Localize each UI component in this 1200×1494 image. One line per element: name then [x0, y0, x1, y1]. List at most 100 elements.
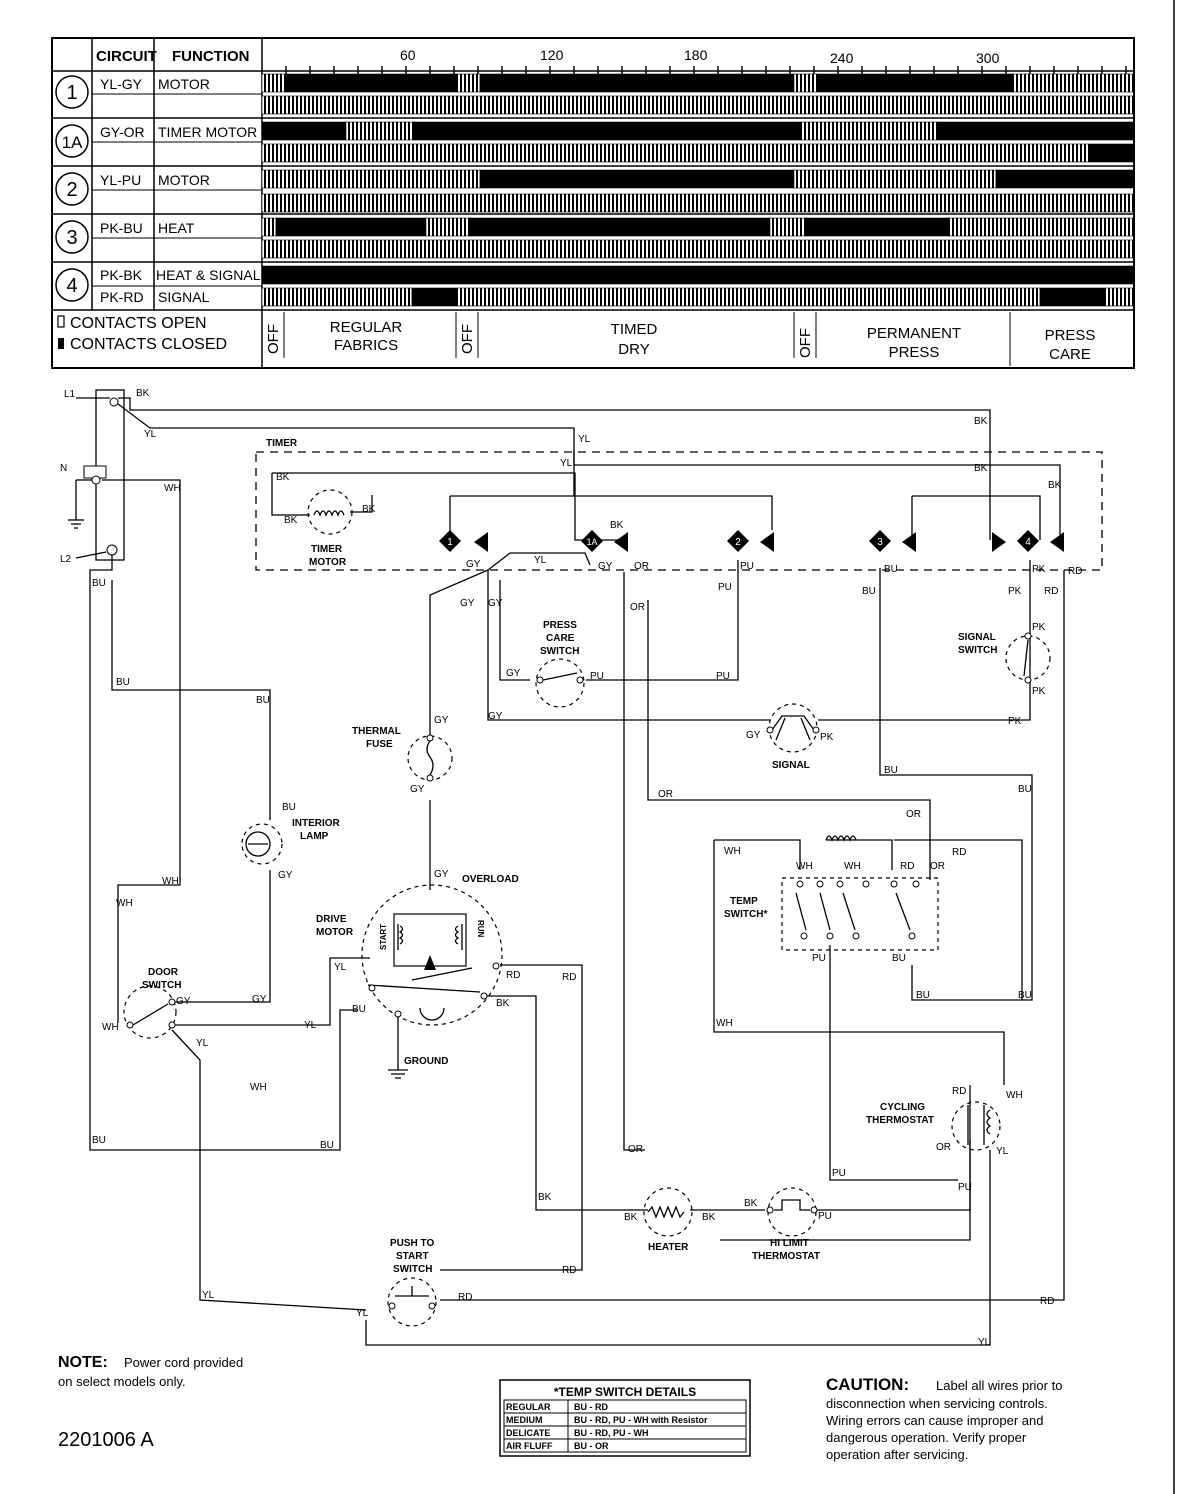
- wire-label: BK: [744, 1198, 758, 1209]
- function-label: HEAT: [158, 220, 195, 236]
- timer-motor-label: MOTOR: [309, 557, 347, 568]
- contact-closed-span: [261, 121, 347, 141]
- function-header: FUNCTION: [172, 48, 250, 65]
- wire-label: GY: [746, 730, 761, 741]
- caution-text: operation after servicing.: [826, 1447, 968, 1462]
- off-label: OFF: [265, 324, 282, 354]
- signal-switch: SIGNAL SWITCH: [958, 632, 1051, 684]
- wire-label: BU: [352, 1004, 366, 1015]
- wire-label: YL: [144, 429, 157, 440]
- wire-label: GY: [488, 598, 503, 609]
- contact-label: 3: [877, 537, 883, 548]
- wire-label: GY: [410, 784, 425, 795]
- contact-closed-span: [1039, 287, 1105, 307]
- contact-label: 2: [735, 537, 741, 548]
- thermal-fuse-label: THERMAL: [352, 726, 401, 737]
- wire-label: YL: [356, 1308, 369, 1319]
- press-care-label: CARE: [546, 633, 575, 644]
- contact-open-span: [261, 73, 287, 93]
- contact-closed-span: [469, 217, 771, 237]
- contact-3: 3: [869, 530, 916, 552]
- wire-labels: BK YL WH BU BU BU YL YL BK BK BK BK BK B…: [92, 388, 1082, 1348]
- mode-label: PERMANENT: [867, 325, 961, 342]
- wire-label: BK: [496, 998, 510, 1009]
- off-label: OFF: [797, 328, 814, 358]
- run-label: RUN: [476, 920, 485, 938]
- wire-label: BK: [276, 472, 290, 483]
- wire-label: YL: [196, 1038, 209, 1049]
- wire-label: YL: [978, 1337, 991, 1348]
- mode-label: TIMED: [611, 321, 658, 338]
- table-cell: MEDIUM: [506, 1415, 543, 1425]
- temp-switch-details-table: *TEMP SWITCH DETAILS REGULAR BU - RD MED…: [499, 1379, 751, 1457]
- wire-label: YL: [996, 1146, 1009, 1157]
- circuit-label: PK-RD: [100, 289, 144, 305]
- mode-label: DRY: [618, 341, 649, 358]
- door-switch-label: SWITCH: [142, 980, 181, 991]
- hi-limit-label: HI LIMIT: [770, 1238, 809, 1249]
- wire-label: RD: [952, 847, 966, 858]
- wire-label: WH: [844, 861, 861, 872]
- contact-closed-span: [937, 121, 1135, 141]
- contact-open-span: [261, 169, 481, 189]
- function-label: MOTOR: [158, 172, 210, 188]
- wire-label: OR: [634, 561, 649, 572]
- table-cell: AIR FLUFF: [506, 1441, 553, 1451]
- table-title: *TEMP SWITCH DETAILS: [554, 1385, 696, 1399]
- table-cell: BU - RD: [574, 1402, 608, 1412]
- wire-label: WH: [796, 861, 813, 872]
- wire-label: WH: [716, 1018, 733, 1029]
- press-care-switch: PRESS CARE SWITCH: [535, 620, 585, 708]
- circuit-label: PK-BU: [100, 220, 143, 236]
- wire-label: PU: [958, 1182, 972, 1193]
- wire-label: PU: [818, 1211, 832, 1222]
- wire-label: RD: [1068, 566, 1082, 577]
- wire-label: BU: [92, 1135, 106, 1146]
- tick-label: 120: [540, 47, 564, 63]
- circuit-number: 2: [66, 179, 77, 201]
- wire-label: BK: [974, 416, 988, 427]
- wire-label: PU: [832, 1168, 846, 1179]
- wire-label: YL: [560, 458, 573, 469]
- mode-label: PRESS: [1045, 327, 1096, 344]
- signal-buzzer: SIGNAL: [766, 703, 820, 771]
- contact-closed-span: [817, 73, 1013, 93]
- wire-label: WH: [250, 1082, 267, 1093]
- signal-switch-label: SIGNAL: [958, 632, 996, 643]
- circuit-label: PK-BK: [100, 267, 143, 283]
- timer-chart: CIRCUIT FUNCTION 60 120 180 240 300 1 1A…: [51, 37, 1135, 369]
- contact-open-span: [1011, 73, 1135, 93]
- caution-text: dangerous operation. Verify proper: [826, 1430, 1027, 1445]
- wire-label: OR: [658, 789, 673, 800]
- signal-switch-label: SWITCH: [958, 645, 997, 656]
- wire-label: RD: [1044, 586, 1058, 597]
- note: NOTE: Power cord provided on select mode…: [58, 1354, 243, 1389]
- function-label: HEAT & SIGNAL: [156, 267, 261, 283]
- wire-label: WH: [116, 898, 133, 909]
- wire-label: GY: [466, 559, 481, 570]
- contact-open-span: [261, 143, 1091, 163]
- timer-motor: TIMER MOTOR: [307, 489, 353, 568]
- wire-label: BU: [1018, 784, 1032, 795]
- circuit-label: YL-GY: [100, 76, 143, 92]
- wire-label: PU: [812, 953, 826, 964]
- tick-label: 180: [684, 47, 708, 63]
- note-text: Power cord provided: [124, 1355, 243, 1370]
- contact-open-span: [261, 239, 1135, 259]
- push-to-start-switch: PUSH TO START SWITCH: [387, 1238, 437, 1327]
- circuit-header: CIRCUIT: [96, 48, 157, 65]
- wire-label: PK: [1008, 716, 1022, 727]
- contact-bars: [261, 66, 1135, 307]
- circuit-number: 4: [66, 275, 77, 297]
- cycling-thermostat-label: CYCLING: [880, 1102, 925, 1113]
- note-text: on select models only.: [58, 1374, 186, 1389]
- contact-open-span: [261, 193, 1135, 213]
- wire-label: GY: [460, 598, 475, 609]
- wire-label: WH: [1006, 1090, 1023, 1101]
- wire-label: PK: [820, 732, 834, 743]
- contact-closed-span: [995, 169, 1135, 189]
- wire-label: PK: [1032, 686, 1046, 697]
- interior-lamp-label: LAMP: [300, 831, 329, 842]
- contact-1: 1: [439, 530, 488, 552]
